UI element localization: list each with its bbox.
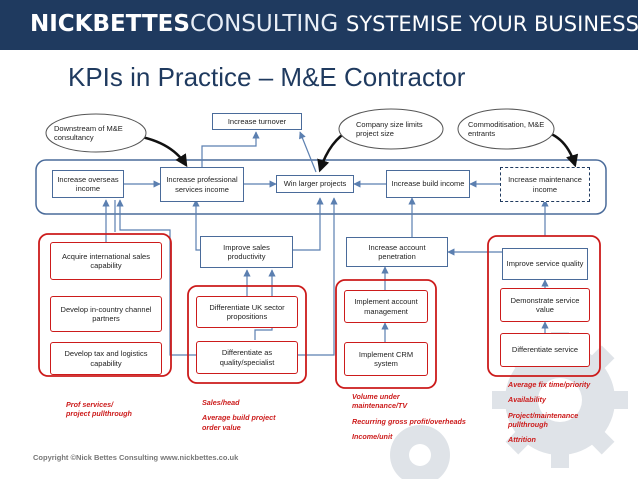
footer-copyright: Copyright ©Nick Bettes Consulting www.ni… <box>33 453 239 462</box>
increase-overseas-box: Increase overseas income <box>52 170 124 198</box>
mid-group-frame <box>187 285 307 384</box>
cloud-downstream: Downstream of M&E consultancy <box>54 124 123 143</box>
increase-maintenance-box: Increase maintenance income <box>500 167 590 202</box>
center-group-frame <box>335 279 437 389</box>
page-title: KPIs in Practice – M&E Contractor <box>68 62 466 92</box>
kpi-right: Average fix time/priority Availability P… <box>508 380 591 445</box>
increase-professional-box: Increase professional services income <box>160 167 244 202</box>
arrow <box>293 197 324 251</box>
cloud-company-size: Company size limits project size <box>356 120 423 139</box>
arrow <box>201 131 260 170</box>
brand-logo: NICKBETTESCONSULTING <box>30 11 339 37</box>
increase-turnover-box: Increase turnover <box>212 113 302 130</box>
differentiate-quality-box: Differentiate as quality/specialist <box>196 341 298 374</box>
improve-sales-box: Improve sales productivity <box>200 236 293 268</box>
develop-tax-box: Develop tax and logistics capability <box>50 342 162 375</box>
win-larger-projects-box: Win larger projects <box>276 175 354 193</box>
left-group-frame <box>38 233 172 377</box>
tagline: SYSTEMISE YOUR BUSINESS <box>346 12 638 36</box>
arrow <box>116 199 196 356</box>
acquire-sales-box: Acquire international sales capability <box>50 242 162 280</box>
service-quality-box: Improve service quality <box>502 248 588 280</box>
account-management-box: Implement account management <box>344 290 428 323</box>
account-penetration-box: Increase account penetration <box>346 237 448 267</box>
header-banner <box>0 0 638 50</box>
develop-channel-box: Develop in-country channel partners <box>50 296 162 332</box>
arrow <box>299 131 317 173</box>
kpi-left: Prof services/project pullthrough <box>66 400 132 419</box>
increase-build-box: Increase build income <box>386 170 470 198</box>
differentiate-service-box: Differentiate service <box>500 333 590 367</box>
arrow <box>294 197 338 356</box>
service-value-box: Demonstrate service value <box>500 288 590 322</box>
cloud-commoditisation: Commoditisation, M&E entrants <box>468 120 545 139</box>
differentiate-uk-box: Differentiate UK sector propositions <box>196 296 298 328</box>
right-group-frame <box>487 235 601 377</box>
crm-box: Implement CRM system <box>344 342 428 376</box>
